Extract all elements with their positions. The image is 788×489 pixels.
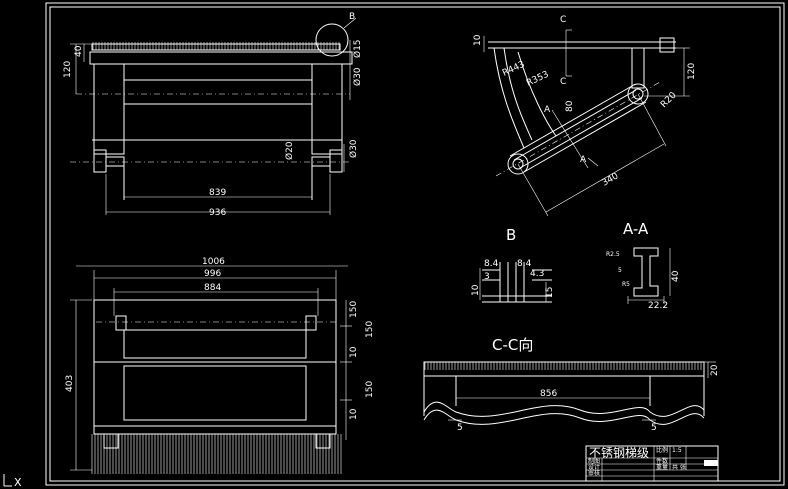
title-block-qty-label: 件数 [656, 457, 668, 465]
view-cc-title: C-C向 [492, 336, 533, 354]
title-block-ratio-value: 1:5 [672, 447, 682, 454]
title-block-row1: 制图 [588, 457, 600, 465]
dim-b-15: 15 [545, 287, 555, 298]
dim-cc-20: 20 [710, 364, 720, 376]
section-a-a [627, 247, 671, 304]
top-view [70, 17, 357, 215]
dim-side-340: 340 [601, 171, 621, 188]
dim-bot-10a: 10 [349, 346, 359, 358]
dim-cc-5b: 5 [651, 423, 657, 433]
dim-cc-5a: 5 [457, 423, 463, 433]
title-block-material: 重量 [656, 463, 668, 471]
cut-a-bottom: A [580, 155, 587, 165]
dim-aa-r25: R2.5 [606, 251, 620, 258]
dim-top-120: 120 [63, 61, 73, 78]
dim-aa-40: 40 [671, 270, 681, 282]
dim-top-40: 40 [74, 45, 84, 57]
title-block-ratio-label: 比例 [656, 446, 668, 454]
dim-top-d15: Ø15 [352, 39, 363, 58]
dim-bot-996: 996 [204, 269, 221, 279]
dim-bot-150c: 150 [365, 381, 375, 398]
side-view [483, 29, 690, 217]
dim-b-84b: 8.4 [517, 259, 532, 269]
dim-side-80: 80 [565, 100, 575, 112]
dim-aa-22: 22.2 [648, 301, 668, 311]
title-block-row2: 设计 [588, 463, 600, 471]
title-block-sheet: 共 张 [672, 463, 686, 471]
dim-side-120: 120 [687, 63, 697, 80]
dim-b-3: 3 [484, 272, 490, 282]
view-c-c [423, 361, 716, 425]
dim-side-r443: R443 [501, 60, 526, 79]
dim-top-d30b: Ø30 [348, 139, 359, 158]
dim-side-r353: R353 [525, 70, 550, 89]
dim-top-d30a: Ø30 [352, 67, 363, 86]
title-block-row3: 审核 [588, 469, 600, 477]
dim-top-d20: Ø20 [284, 141, 295, 160]
dim-top-936: 936 [209, 208, 226, 218]
dim-side-10: 10 [473, 34, 483, 46]
callout-b-label: B [349, 12, 355, 22]
dim-side-r20: R20 [659, 90, 679, 110]
dim-bot-150a: 150 [349, 301, 359, 318]
section-aa-title: A-A [623, 220, 649, 238]
dim-bot-884: 884 [204, 283, 221, 293]
dim-bot-150b: 150 [365, 321, 375, 338]
title-block-title: 不锈钢梯级 [589, 446, 649, 460]
ucs-icon: X [2, 470, 26, 489]
comb-teeth-bottom [91, 434, 342, 474]
title-block [585, 445, 719, 482]
dim-b-43: 4.3 [530, 269, 544, 279]
dim-aa-r5: R5 [622, 281, 630, 288]
comb-teeth-top [92, 42, 340, 50]
ucs-x-label: X [14, 476, 22, 488]
cut-c-bottom: C [560, 77, 566, 87]
dim-aa-5a: 5 [618, 267, 622, 274]
drawing-border [45, 2, 785, 486]
detail-b [479, 262, 552, 303]
dim-bot-1006: 1006 [202, 257, 225, 267]
comb-teeth-cc [424, 362, 702, 370]
dim-bot-403: 403 [65, 375, 75, 392]
front-view [70, 265, 352, 474]
dim-b-84a: 8.4 [484, 259, 499, 269]
detail-b-title: B [506, 226, 516, 244]
dim-top-839: 839 [209, 188, 226, 198]
dim-cc-856: 856 [540, 389, 557, 399]
inner-border [49, 6, 781, 482]
cut-a-top: A [544, 105, 551, 115]
cut-c-top: C [560, 15, 566, 25]
dim-bot-10b: 10 [349, 408, 359, 420]
dim-b-10: 10 [471, 284, 481, 296]
